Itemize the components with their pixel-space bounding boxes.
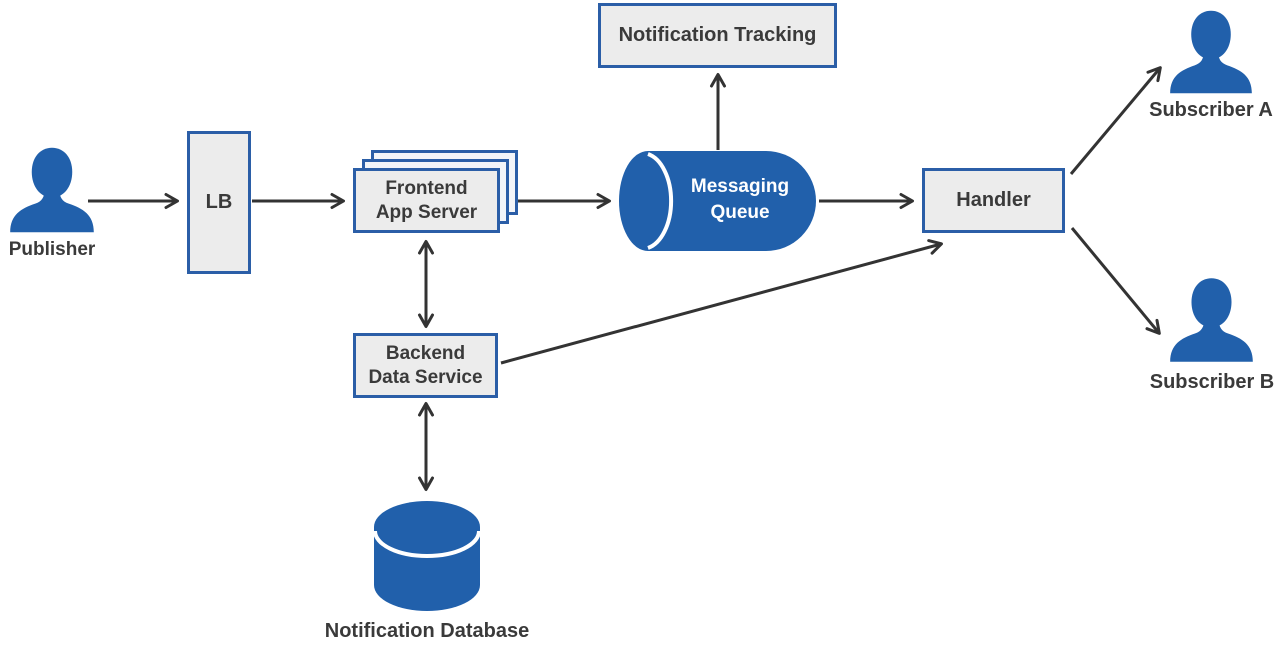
messaging-queue-cylinder-icon	[619, 151, 816, 251]
subscriber-b-person-icon	[1170, 278, 1253, 362]
messaging-queue-label-line1: Messaging	[690, 176, 790, 197]
messaging-queue-label: Messaging Queue	[650, 174, 830, 225]
subscriber-b-label: Subscriber B	[1149, 371, 1275, 393]
backend-data-service-box: Backend Data Service	[353, 333, 498, 398]
subscriber-a-person-icon	[1170, 10, 1252, 94]
messaging-queue-label-line2: Queue	[710, 201, 770, 223]
handler-box: Handler	[922, 168, 1065, 233]
notification-database-label: Notification Database	[324, 620, 530, 642]
publisher-person-icon	[10, 147, 94, 233]
backend-data-service-label-line2: Data Service	[368, 366, 483, 388]
publisher-label: Publisher	[8, 239, 96, 260]
frontend-app-server-box: Frontend App Server	[353, 168, 500, 233]
lb-box: LB	[187, 131, 251, 274]
edge-handler-to-subscriber-a-arrow	[1069, 66, 1162, 175]
handler-label: Handler	[956, 188, 1031, 211]
edge-handler-to-subscriber-b-arrow	[1070, 227, 1161, 335]
notification-tracking-box: Notification Tracking	[598, 3, 837, 68]
lb-label: LB	[205, 190, 233, 213]
notification-database-cylinder-icon	[373, 501, 481, 611]
frontend-app-server-label-line1: Frontend	[385, 177, 468, 199]
edge-backend-to-handler-arrow	[500, 239, 943, 365]
backend-data-service-label-line1: Backend	[385, 342, 466, 364]
notification-tracking-label: Notification Tracking	[618, 23, 817, 46]
frontend-app-server-label-line2: App Server	[375, 201, 478, 223]
subscriber-a-label: Subscriber A	[1149, 99, 1273, 121]
